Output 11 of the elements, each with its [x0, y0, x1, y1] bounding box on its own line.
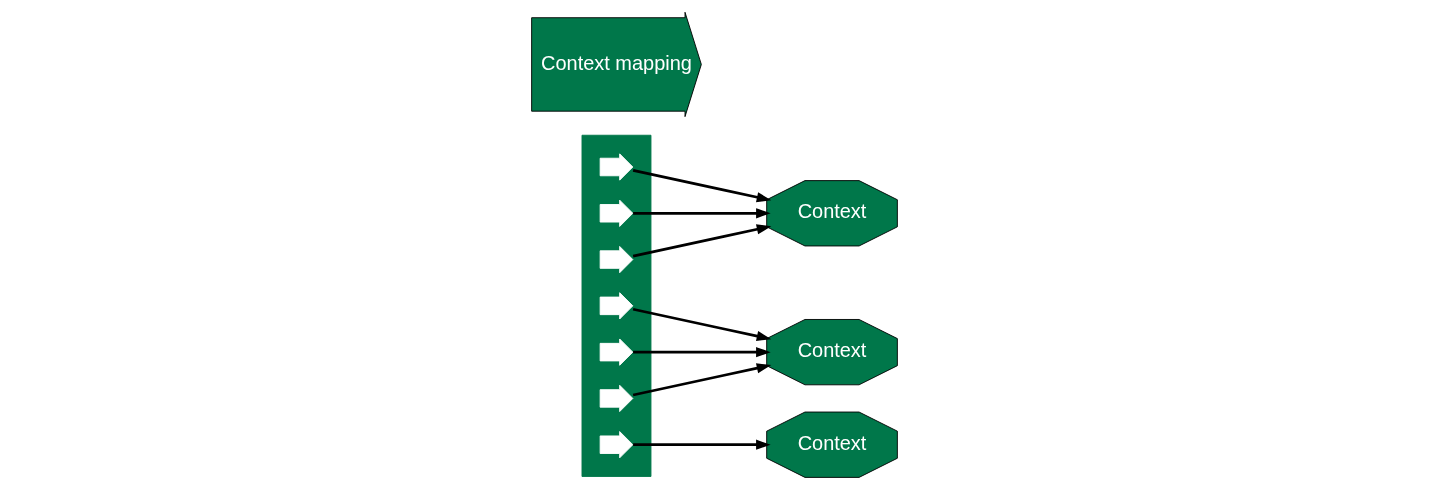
- node-arrow: [599, 199, 634, 227]
- arrow: [633, 347, 771, 358]
- node-arrow: [599, 245, 634, 274]
- node-arrow: [599, 431, 634, 459]
- node-arrow: [599, 153, 634, 181]
- node-arrow: [599, 338, 634, 366]
- node-arrow: [599, 384, 634, 413]
- cluster: [581, 134, 652, 477]
- arrow: [633, 439, 771, 450]
- node-arrow: [599, 292, 634, 320]
- arrow: [633, 208, 771, 219]
